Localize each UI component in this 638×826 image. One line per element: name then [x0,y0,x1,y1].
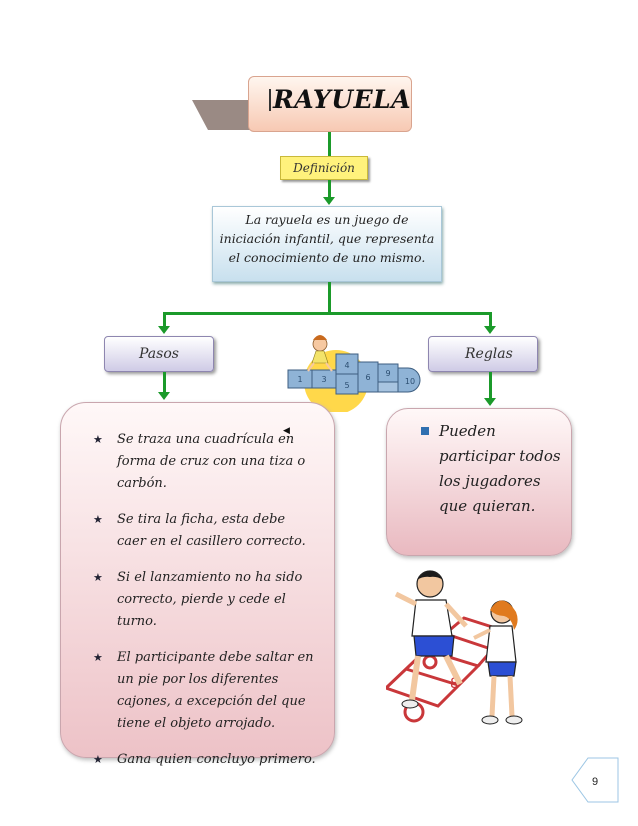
list-item: ★El participante debe saltar en un pie p… [83,647,316,735]
svg-text:10: 10 [405,377,415,386]
svg-text:6: 6 [365,373,370,382]
list-item: ★Se traza una cuadrícula en forma de cru… [83,429,316,495]
arrow-down-icon [158,326,170,334]
definition-label: Definición [280,156,368,180]
svg-text:1: 1 [297,375,302,384]
star-bullet-icon: ★ [93,513,103,526]
list-item: ★Si el lanzamiento no ha sido correcto, … [83,567,316,633]
connector-right-drop [489,312,492,328]
text-cursor-bar [269,89,271,111]
svg-text:9: 9 [385,369,390,378]
definition-text: La rayuela es un juego de iniciación inf… [212,206,442,282]
pasos-label: Pasos [104,336,214,372]
arrow-down-icon [323,197,335,205]
connector-definition-text [328,180,331,198]
mouse-cursor-icon: ◀ [283,426,290,436]
list-item: ★Se tira la ficha, esta debe caer en el … [83,509,316,553]
connector-reglas-box [489,372,492,400]
hopscotch-clipart: 1 3 4 5 6 9 10 [287,335,421,412]
diagram-title: RAYUELA [273,85,412,114]
svg-text:4: 4 [344,361,349,370]
connector-pasos-box [163,372,166,394]
star-bullet-icon: ★ [93,651,103,664]
svg-text:8: 8 [450,676,459,692]
connector-left-drop [163,312,166,328]
svg-text:3: 3 [321,375,326,384]
svg-text:5: 5 [344,381,349,390]
star-bullet-icon: ★ [93,433,103,446]
connector-horizontal [163,312,492,315]
reglas-item: Pueden participar todos los jugadores qu… [439,422,561,515]
star-bullet-icon: ★ [93,571,103,584]
list-item: ★Gana quien concluyo primero. [83,749,316,771]
square-bullet-icon [421,427,429,435]
pasos-box: ★Se traza una cuadrícula en forma de cru… [60,402,335,767]
title-box: RAYUELA [248,76,412,132]
page-number-badge [571,757,619,803]
reglas-box: Pueden participar todos los jugadores qu… [386,408,572,556]
pasos-list: ★Se traza una cuadrícula en forma de cru… [61,403,334,771]
arrow-down-icon [484,326,496,334]
arrow-down-icon [158,392,170,400]
star-bullet-icon: ★ [93,753,103,766]
connector-title-definition [328,132,331,156]
kids-hopscotch-illustration: 8 [386,570,523,725]
reglas-label: Reglas [428,336,538,372]
connector-trunk [328,282,331,314]
arrow-down-icon [484,398,496,406]
page-number: 9 [592,776,599,788]
